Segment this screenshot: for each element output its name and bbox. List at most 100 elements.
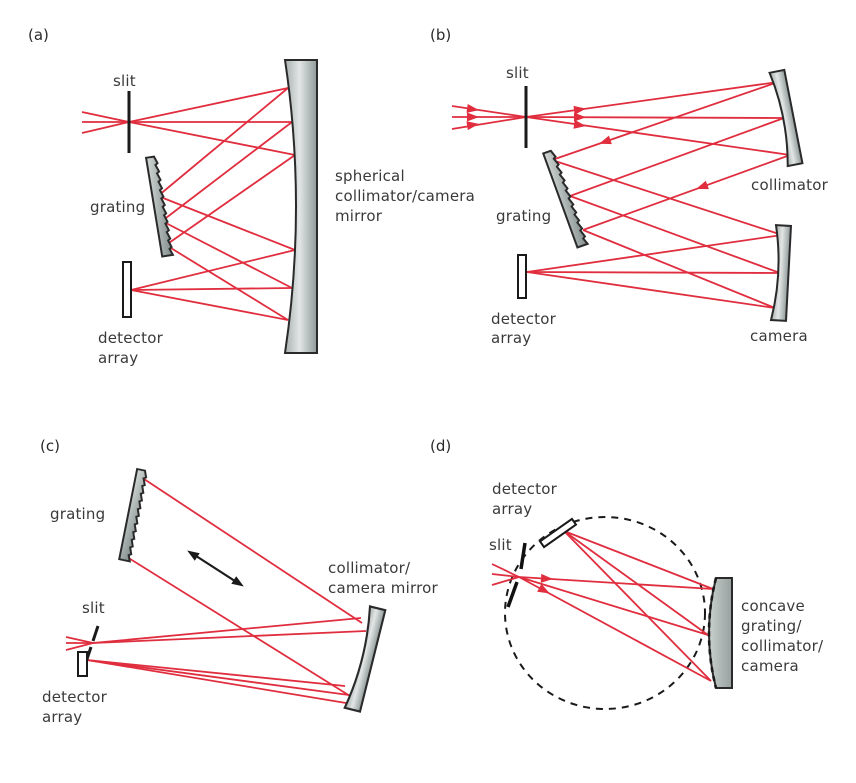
detector-label-line2: array xyxy=(42,708,82,726)
light-ray xyxy=(563,530,714,590)
panel-c-tag: (c) xyxy=(40,437,60,455)
light-ray xyxy=(491,573,520,578)
grating-label: grating xyxy=(496,207,551,225)
scan-arrow-shaft xyxy=(192,553,239,584)
light-ray xyxy=(563,530,709,636)
light-ray xyxy=(126,556,351,697)
detector-label-line1: detector xyxy=(98,329,164,347)
panel-b: (b) xyxy=(430,26,829,347)
panel-d-rays xyxy=(491,530,714,682)
scan-double-arrow-icon xyxy=(184,546,247,591)
detector-label-line2: array xyxy=(491,329,531,347)
light-ray xyxy=(165,244,289,321)
light-ray xyxy=(157,87,289,197)
slit-label: slit xyxy=(489,536,512,554)
light-ray xyxy=(86,659,350,696)
light-ray xyxy=(582,154,791,231)
detector-label-line1: detector xyxy=(492,480,558,498)
detector-array-element xyxy=(538,517,578,549)
light-ray xyxy=(551,159,783,236)
panel-a: (a) slit grating spherical coll xyxy=(28,26,475,367)
light-ray xyxy=(130,249,296,291)
grating-element xyxy=(145,155,174,258)
scan-arrow-head xyxy=(231,576,247,591)
slit-label: slit xyxy=(82,599,105,617)
light-ray xyxy=(525,116,785,119)
light-ray xyxy=(491,563,520,578)
panel-a-rays xyxy=(81,87,296,321)
light-ray xyxy=(65,642,94,651)
collimator-label: collimator xyxy=(751,176,829,194)
light-ray xyxy=(526,271,776,309)
grating-label-line4: camera xyxy=(741,657,799,675)
slit-element xyxy=(506,542,527,608)
light-ray xyxy=(569,195,781,274)
panel-d: (d) detector array slit concave g xyxy=(430,437,824,710)
light-ray xyxy=(525,116,791,156)
spherical-mirror-element xyxy=(283,59,318,354)
mirror-label-line1: collimator/ xyxy=(328,559,411,577)
detector-label-line1: detector xyxy=(42,688,108,706)
light-ray xyxy=(130,287,293,291)
light-ray xyxy=(518,576,712,682)
ray-arrow-icon xyxy=(597,135,612,148)
light-ray xyxy=(128,87,289,123)
collimator-camera-mirror-element xyxy=(343,605,387,713)
camera-label: camera xyxy=(750,327,808,345)
light-ray xyxy=(130,289,289,321)
light-ray xyxy=(161,220,293,289)
light-ray xyxy=(81,111,130,123)
mirror-label-line2: collimator/camera xyxy=(335,187,475,205)
grating-face-element xyxy=(707,577,718,689)
light-ray xyxy=(92,630,367,644)
light-ray xyxy=(551,81,779,161)
concave-grating-element xyxy=(708,577,733,689)
grating-label-line3: collimator/ xyxy=(741,637,824,655)
detector-label-line1: detector xyxy=(491,310,557,328)
ray-arrow-icon xyxy=(694,180,709,194)
light-ray xyxy=(491,576,520,586)
light-ray xyxy=(451,105,527,118)
slit-label: slit xyxy=(113,72,136,90)
detector-array-element xyxy=(122,261,132,318)
panel-d-tag: (d) xyxy=(430,437,451,455)
rowland-circle xyxy=(504,516,706,710)
grating-label: grating xyxy=(90,198,145,216)
light-ray xyxy=(518,576,709,636)
detector-array-element xyxy=(517,254,527,299)
detector-label-line2: array xyxy=(492,500,532,518)
grating-element xyxy=(117,467,150,563)
scan-arrow-head xyxy=(184,546,200,561)
light-ray xyxy=(92,617,362,644)
light-ray xyxy=(526,271,781,274)
grating-label: grating xyxy=(50,505,105,523)
light-ray xyxy=(161,121,293,222)
ray-arrow-icon xyxy=(540,573,554,584)
mirror-label-line3: mirror xyxy=(335,207,383,225)
light-ray xyxy=(81,121,130,134)
light-ray xyxy=(157,195,296,251)
light-ray xyxy=(569,117,785,197)
panel-c-rays xyxy=(65,476,367,705)
light-ray xyxy=(165,154,296,246)
mirror-label-line1: spherical xyxy=(335,167,405,185)
light-ray xyxy=(140,476,363,624)
light-ray xyxy=(526,234,783,273)
light-ray xyxy=(451,116,527,130)
grating-label-line2: grating/ xyxy=(741,617,802,635)
detector-label-line2: array xyxy=(98,349,138,367)
light-ray xyxy=(86,659,353,705)
light-ray xyxy=(563,530,712,682)
light-ray xyxy=(86,659,346,687)
light-ray xyxy=(525,81,779,118)
ray-arrow-icon xyxy=(573,112,587,122)
panel-b-tag: (b) xyxy=(430,26,451,44)
grating-label-line1: concave xyxy=(741,597,805,615)
detector-array-element xyxy=(77,651,88,677)
light-ray xyxy=(128,121,296,156)
panel-c: (c) grating slit collimator/ xyxy=(40,437,438,726)
light-ray xyxy=(65,636,94,644)
ray-arrow-icon xyxy=(467,112,479,122)
